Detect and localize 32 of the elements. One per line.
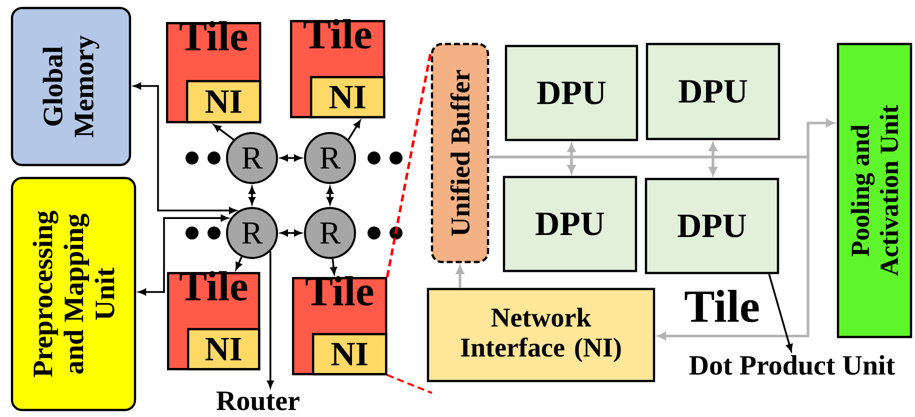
memory-box: Global Memory	[10, 6, 132, 166]
arrow	[214, 124, 234, 140]
buffer-box: Unified Buffer	[430, 42, 490, 264]
process-box: DPU	[504, 44, 638, 142]
interface-box: NI	[186, 80, 262, 124]
text-label: Dot Product Unit	[689, 355, 896, 375]
process-box: DPU	[502, 176, 638, 272]
unit-box: Preprocessing and Mapping Unit	[10, 176, 136, 412]
arrow	[235, 256, 242, 270]
arrow	[330, 258, 337, 274]
process-box: DPU	[646, 42, 780, 140]
tile-label: Tile	[684, 290, 759, 322]
arrow	[138, 214, 228, 296]
interface-box: NI	[187, 328, 260, 370]
unit-box: Pooling and Activation Unit	[836, 42, 912, 338]
arrow	[267, 251, 274, 388]
text-label: Router	[216, 392, 300, 410]
arrow	[326, 186, 334, 204]
arrow	[134, 82, 236, 214]
interface-box: NI	[312, 333, 388, 376]
arrow	[568, 144, 576, 174]
process-box: DPU	[644, 178, 780, 274]
arrow	[280, 154, 302, 162]
interface-box: NI	[310, 76, 386, 118]
arrow	[489, 156, 810, 340]
arrow	[280, 230, 302, 236]
arrow	[248, 186, 256, 204]
arrow	[709, 142, 717, 176]
arrow	[768, 274, 793, 352]
arrow	[456, 266, 464, 288]
interface-box: Network Interface (NI)	[426, 288, 656, 382]
arrow	[348, 120, 361, 140]
